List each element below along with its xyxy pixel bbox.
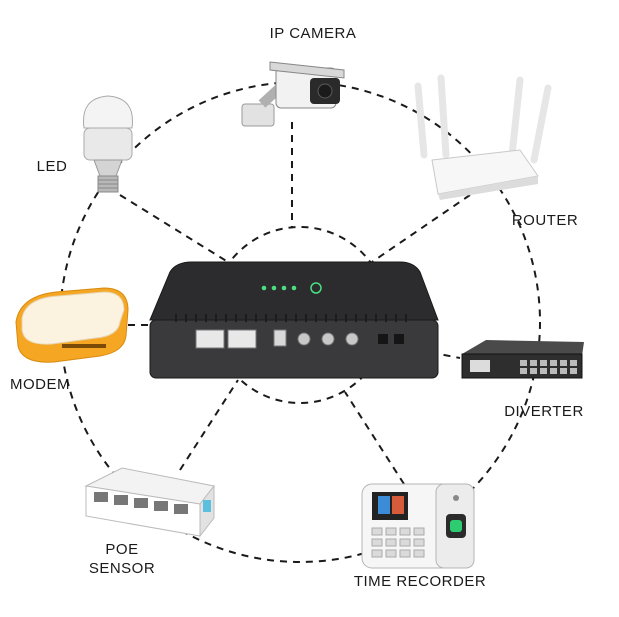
indicator-light xyxy=(261,285,267,291)
link-led xyxy=(119,194,229,263)
link-poe xyxy=(179,379,239,471)
modem-icon xyxy=(15,287,129,363)
link-router xyxy=(371,194,471,263)
label-poe-line1: POE xyxy=(105,541,139,558)
ethernet-port xyxy=(195,329,225,349)
power-button-icon[interactable] xyxy=(310,282,322,294)
label-router: ROUTER xyxy=(511,212,579,229)
label-ip-camera: IP CAMERA xyxy=(269,25,357,42)
label-led: LED xyxy=(36,158,68,175)
label-poe-line2: SENSOR xyxy=(88,560,156,577)
ups-hub xyxy=(149,261,439,379)
indicator-light xyxy=(281,285,287,291)
led-bulb-icon xyxy=(83,95,133,193)
ethernet-port xyxy=(227,329,257,349)
dc-port xyxy=(297,332,311,346)
fingerprint-terminal-icon xyxy=(361,483,475,569)
outer-ring xyxy=(59,81,541,563)
label-modem: MODEM xyxy=(10,376,70,393)
ip-camera-icon xyxy=(241,61,345,127)
label-time-recorder: TIME RECORDER xyxy=(353,573,487,590)
dc-port xyxy=(345,332,359,346)
network-switch-icon xyxy=(461,340,584,379)
dc-out-port xyxy=(378,334,388,344)
label-diverter: DIVERTER xyxy=(504,403,584,420)
wifi-router-icon xyxy=(414,74,552,200)
usb-port xyxy=(273,329,287,347)
ethernet-switch-icon xyxy=(84,467,215,538)
indicator-light xyxy=(271,285,277,291)
dc-out-port xyxy=(394,334,404,344)
indicator-light xyxy=(291,285,297,291)
link-time-recorder xyxy=(344,391,405,485)
indicator-lights xyxy=(261,285,297,291)
dc-port xyxy=(321,332,335,346)
vent-slots xyxy=(175,314,407,322)
